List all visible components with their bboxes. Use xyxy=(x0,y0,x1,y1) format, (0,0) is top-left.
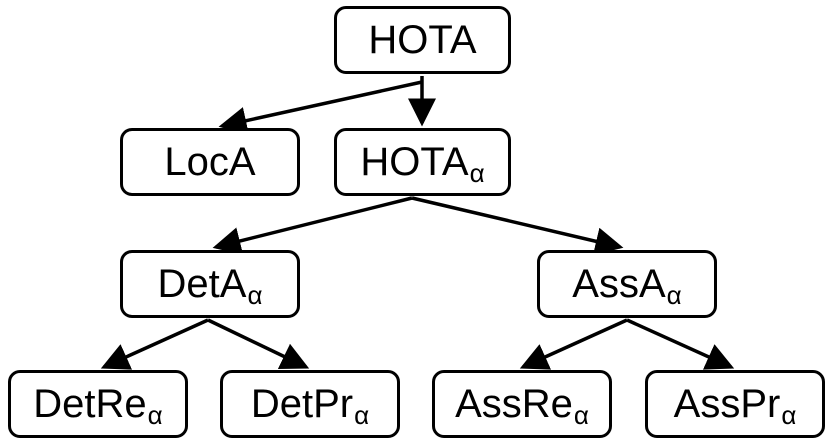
node-label: DetA xyxy=(157,262,247,306)
edge-hota-to-loca xyxy=(218,80,423,135)
edge-deta-to-detre xyxy=(100,318,209,370)
node-label: HOTA xyxy=(368,18,477,62)
edge-hota-alpha-to-deta xyxy=(212,196,413,255)
node-label: LocA xyxy=(164,140,256,184)
node-label: DetPr xyxy=(250,382,354,426)
node-hota: HOTA xyxy=(334,6,511,74)
node-subscript: α xyxy=(247,280,263,310)
node-loca: LocA xyxy=(120,128,300,196)
node-subscript: α xyxy=(469,158,485,188)
edge-assa-to-asspr xyxy=(626,318,735,370)
edge-hota-alpha-to-assa xyxy=(411,196,624,256)
node-label: AssA xyxy=(572,262,666,306)
edge-deta-to-detpr xyxy=(207,318,310,370)
node-label: HOTA xyxy=(360,140,469,184)
node-subscript: α xyxy=(573,400,589,430)
node-label: DetRe xyxy=(33,382,147,426)
node-subscript: α xyxy=(147,400,163,430)
node-label: AssRe xyxy=(455,382,573,426)
node-subscript: α xyxy=(666,280,682,310)
node-label: AssPr xyxy=(673,382,781,426)
node-subscript: α xyxy=(354,400,370,430)
edge-assa-to-assre xyxy=(519,318,628,370)
node-subscript: α xyxy=(781,400,797,430)
